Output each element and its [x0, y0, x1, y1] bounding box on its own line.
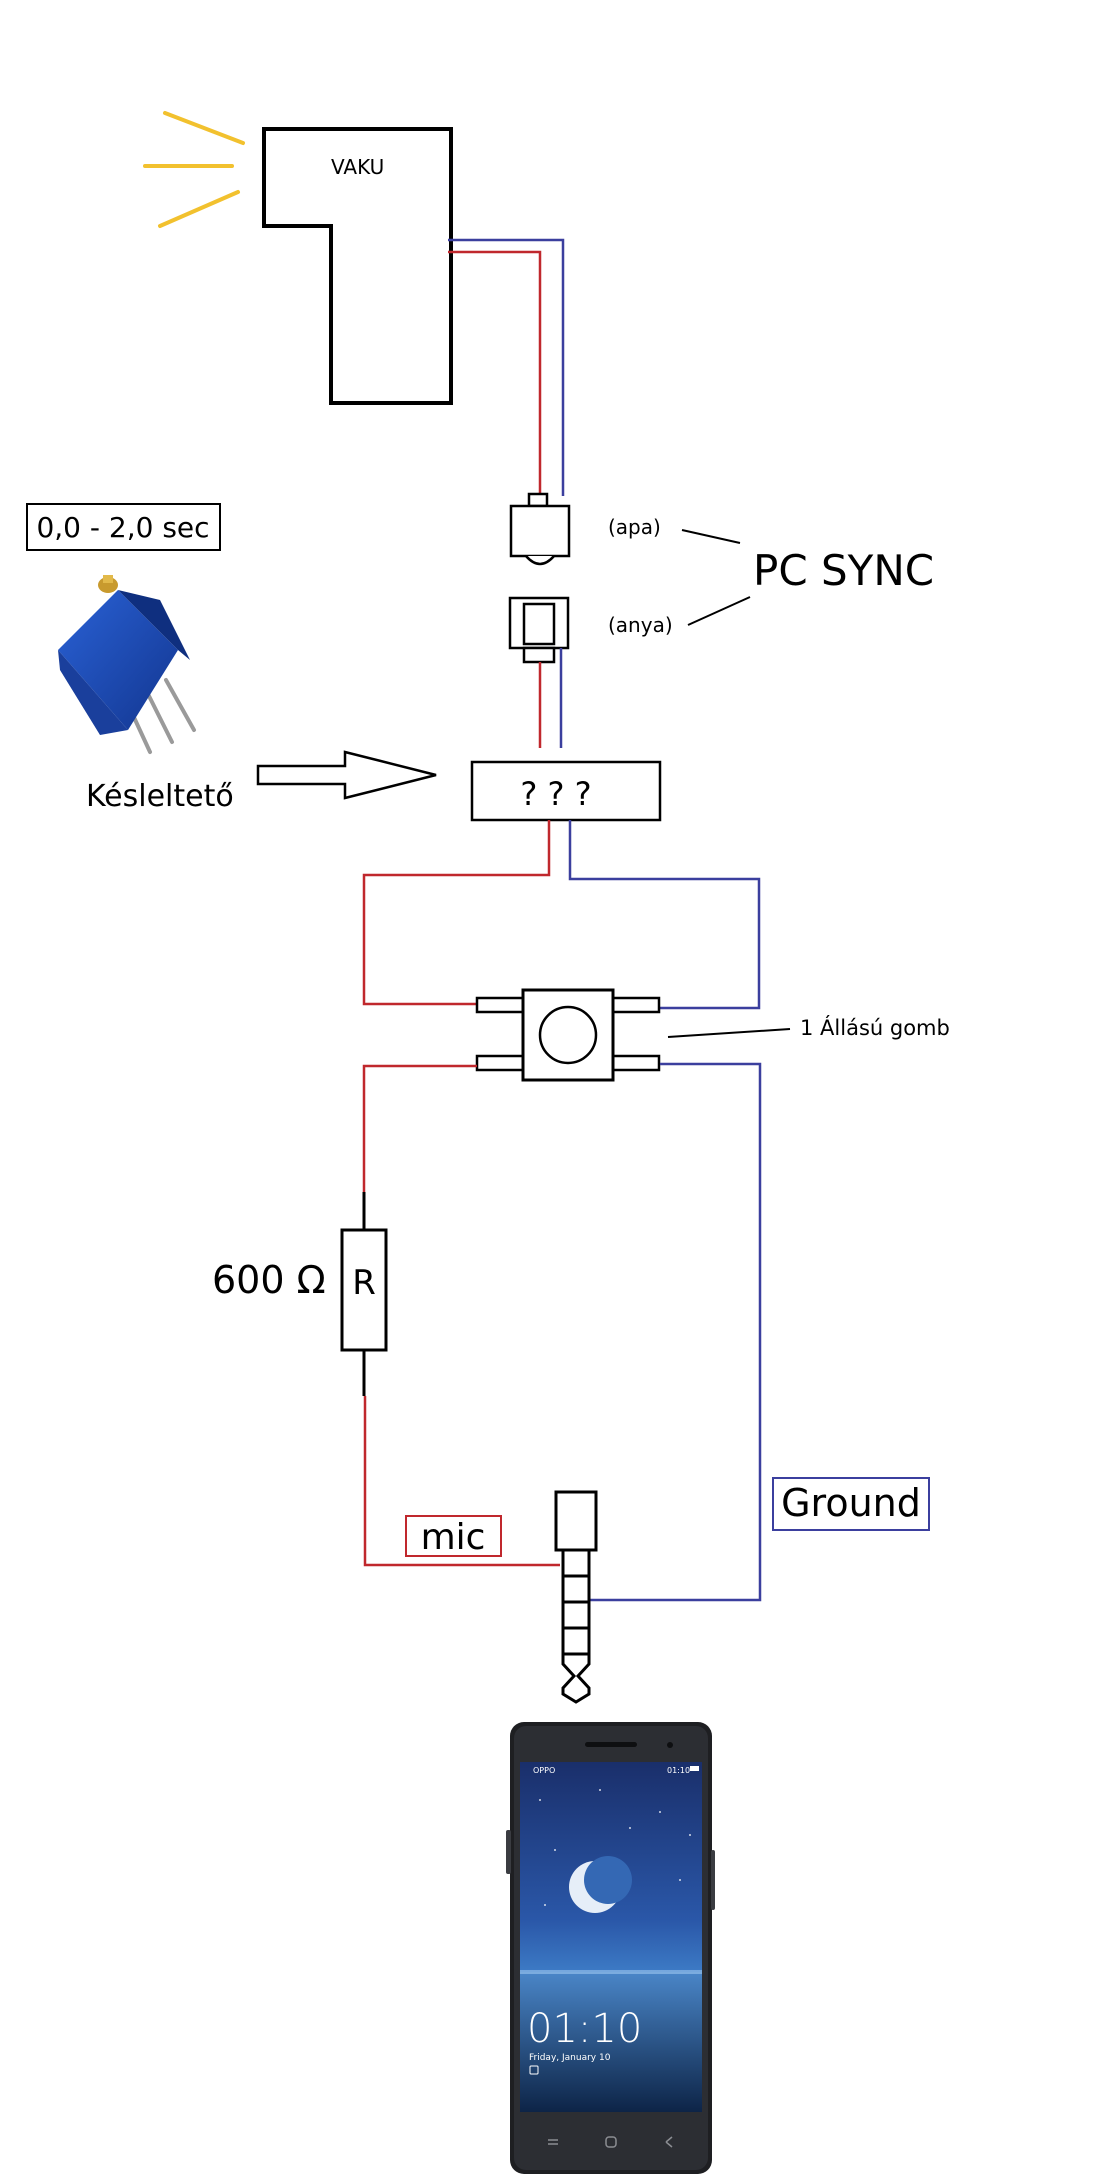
signal-wire-to-switch	[362, 820, 551, 1006]
pc-sync-male-connector	[509, 492, 571, 566]
switch-label: 1 Állású gomb	[800, 1015, 950, 1040]
ground-label-box	[772, 1477, 930, 1531]
phone-status-time: 01:10	[667, 1766, 690, 1775]
phone-nav-bar	[548, 2136, 673, 2148]
ground-wire-down	[590, 1062, 762, 1602]
pc-sync-female-connector	[508, 596, 570, 664]
pc-sync-label: PC SYNC	[753, 546, 934, 595]
signal-wire-to-resistor	[362, 1064, 477, 1196]
smartphone: OPPO 01:10 01:10 Friday, January 10	[506, 1722, 715, 2174]
delay-component-label: Késleltető	[86, 779, 234, 814]
signal-wire-to-jack	[363, 1396, 560, 1567]
ground-wire-top	[448, 238, 565, 496]
male-pointer	[681, 529, 741, 544]
push-button-switch	[475, 988, 661, 1082]
ground-label: Ground	[781, 1481, 921, 1525]
signal-wire-top	[448, 250, 542, 496]
audio-jack-plug	[554, 1490, 598, 1704]
male-label: (apa)	[608, 515, 661, 539]
female-pointer	[687, 596, 751, 626]
phone-clock: 01:10	[527, 2006, 642, 2052]
switch-pointer	[667, 1028, 791, 1038]
flash-unit	[262, 127, 453, 405]
flash-rays	[143, 111, 245, 228]
unknown-box	[470, 760, 662, 822]
female-label: (anya)	[608, 613, 673, 637]
flash-label: VAKU	[331, 155, 384, 179]
delay-range-box	[26, 503, 221, 551]
mic-label-box	[405, 1515, 502, 1557]
phone-date: Friday, January 10	[529, 2053, 611, 2063]
phone-brand: OPPO	[533, 1766, 555, 1775]
delay-range-label: 0,0 - 2,0 sec	[36, 511, 209, 544]
mic-label: mic	[421, 1517, 486, 1558]
resistor	[340, 1228, 388, 1352]
delay-arrow	[256, 750, 437, 800]
resistance-label: 600 Ω	[212, 1258, 326, 1302]
trimmer-potentiometer	[58, 575, 196, 754]
battery-icon	[690, 1766, 699, 1771]
ground-wire-to-switch	[568, 820, 761, 1010]
resistor-symbol: R	[352, 1263, 376, 1303]
unknown-box-label: ? ? ?	[520, 775, 591, 813]
